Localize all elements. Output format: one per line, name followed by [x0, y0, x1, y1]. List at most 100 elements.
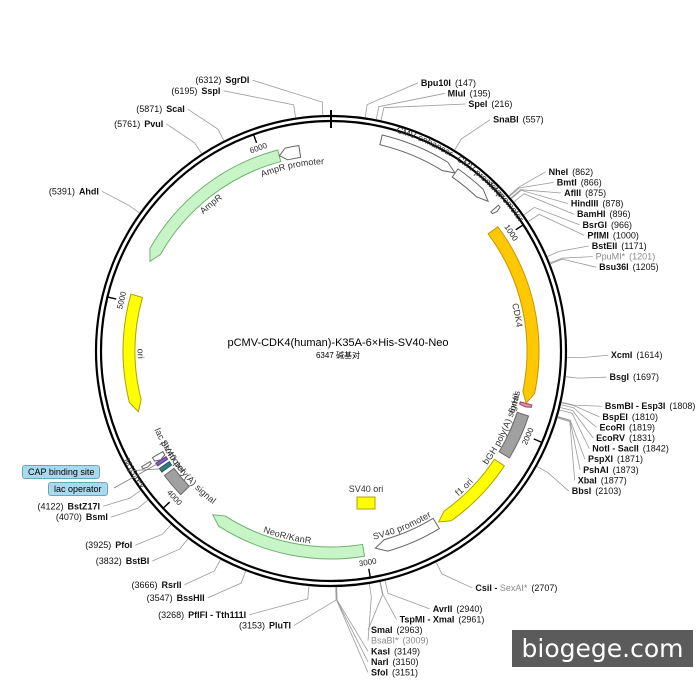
restriction-site-label: SfoI(3151): [371, 667, 418, 677]
site-name: AhdI: [79, 186, 99, 196]
site-position: (3925): [85, 540, 111, 550]
restriction-site-label: PspXI(1871): [588, 454, 643, 464]
site-leader-line: [335, 586, 369, 673]
site-position: (1808): [669, 401, 695, 411]
site-leader-line: [152, 538, 189, 562]
site-name: SmaI: [371, 625, 393, 635]
restriction-site-label: NarI(3150): [371, 657, 419, 667]
site-name: PpuMI*: [596, 252, 626, 262]
site-leader-line: [252, 79, 324, 116]
site-name: PspXI: [588, 454, 613, 464]
site-position: (1000): [613, 230, 639, 240]
site-leader-line: [223, 90, 297, 118]
restriction-site-label: BmtI(866): [557, 177, 602, 187]
site-name: SspI: [201, 86, 220, 96]
site-leader-line: [561, 401, 602, 407]
restriction-site-label: BamHI(896): [577, 209, 631, 219]
site-leader-line: [557, 417, 576, 481]
site-position: (147): [455, 78, 476, 88]
site-leader-line: [364, 82, 419, 118]
site-name: AvrII: [433, 604, 453, 614]
restriction-site-label: SpeI(216): [468, 99, 512, 109]
site-leader-line: [184, 559, 221, 586]
restriction-site-label: (3268) PflFI - Tth111I: [158, 610, 246, 620]
site-name: XbaI: [578, 475, 597, 485]
site-leader-line: [207, 570, 247, 599]
restriction-site-label: (3666)RsrII: [132, 580, 182, 590]
site-leader-line: [336, 586, 369, 652]
site-position: (1201): [629, 252, 655, 262]
site-leader-line: [559, 409, 590, 449]
scale-tick: [162, 501, 171, 509]
site-leader-line: [547, 245, 589, 257]
site-leader-line: [379, 581, 397, 620]
restriction-site-label: TspMI - XmaI(2961): [400, 614, 485, 624]
site-leader-line: [110, 499, 149, 518]
restriction-site-label: Bpu10I(147): [421, 78, 476, 88]
watermark-background: [512, 630, 693, 667]
restriction-site-label: BbsI(2103): [572, 486, 622, 496]
site-leader-line: [187, 108, 225, 141]
site-position: (1842): [643, 444, 669, 454]
site-name: CsiI -: [475, 583, 500, 593]
site-position: (3268): [158, 610, 184, 620]
site-leader-line: [523, 206, 580, 226]
site-leader-line: [550, 258, 597, 268]
feature-bgh-polya: [498, 411, 530, 459]
restriction-site-label: BsgI(1697): [609, 372, 659, 382]
site-leader-line: [293, 586, 337, 626]
site-name-muted: SexAI*: [500, 583, 528, 593]
site-name: BamHI: [577, 209, 606, 219]
restriction-site-label: (6312)SgrDI: [195, 75, 249, 85]
site-position: (875): [585, 188, 606, 198]
site-position: (6312): [195, 75, 221, 85]
site-name: Bsu36I: [599, 262, 629, 272]
site-position: (1819): [629, 422, 655, 432]
restriction-site-label: (5761)PvuI: [114, 119, 163, 129]
restriction-site-label: (4122)BstZ17I: [38, 501, 101, 511]
feature-6xhis: [519, 401, 533, 408]
site-name: BsaBI*: [371, 636, 399, 646]
site-leader-line: [536, 466, 569, 492]
restriction-site-label: (3925)PfoI: [85, 540, 132, 550]
restriction-site-label: SnaBI(557): [493, 115, 544, 125]
feature-m13-rev: [140, 460, 152, 470]
restriction-site-label: BsrGI(966): [582, 220, 632, 230]
map-subtitle: 6347 碱基对: [316, 350, 360, 360]
feature-label-sv40-ori: SV40 ori: [349, 484, 384, 494]
restriction-site-label: (4070)BsmI: [56, 512, 108, 522]
site-name: AflII: [564, 188, 581, 198]
site-position: (2707): [531, 583, 557, 593]
site-position: (3547): [147, 593, 173, 603]
site-leader-line: [566, 354, 608, 359]
restriction-site-label: XcmI(1614): [611, 350, 663, 360]
feature-f1-ori: [437, 458, 506, 523]
site-name: EcoRI: [599, 422, 625, 432]
feature-neor-kanr: [211, 514, 366, 560]
site-leader-line: [508, 171, 546, 197]
scale-tick: [107, 296, 117, 300]
site-leader-line: [375, 93, 445, 120]
restriction-site-label: PshAI(1873): [583, 465, 639, 475]
feature-ampr: [149, 149, 282, 263]
site-leader-line: [561, 402, 600, 418]
scale-tick: [515, 224, 524, 231]
site-leader-line: [102, 490, 141, 507]
site-name: TspMI - XmaI: [400, 614, 455, 624]
site-position: (3153): [239, 620, 265, 630]
restriction-sites-layer: Bpu10I(147)MluI(195)SpeI(216)SnaBI(557)N…: [38, 75, 696, 677]
restriction-site-label: AvrII(2940): [433, 604, 483, 614]
restriction-site-label: BsaBI*(3009): [371, 636, 429, 646]
watermark-text: biogege.com: [521, 634, 684, 663]
site-position: (2961): [458, 614, 484, 624]
site-position: (6195): [171, 86, 197, 96]
site-position: (1831): [629, 433, 655, 443]
site-position: (3150): [393, 657, 419, 667]
site-name: XcmI: [611, 350, 633, 360]
site-leader-line: [528, 213, 585, 236]
site-position: (557): [523, 115, 544, 125]
site-position: (216): [491, 99, 512, 109]
site-name: PflFI - Tth111I: [188, 610, 246, 620]
lac-operator-label: lac operator: [48, 482, 108, 496]
